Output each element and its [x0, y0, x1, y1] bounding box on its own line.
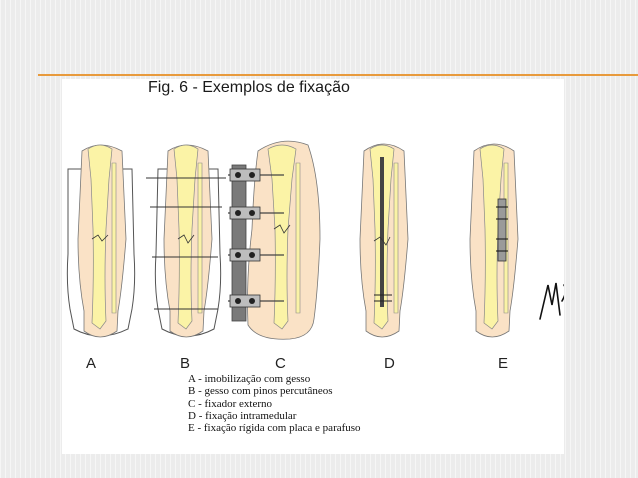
- tibia-b: [173, 144, 199, 330]
- legend-item-b: B - gesso com pinos percutâneos: [188, 385, 333, 398]
- legend-item-e: E - fixação rígida com placa e parafuso: [188, 422, 361, 435]
- panel-letter-a: A: [86, 355, 97, 372]
- intramedullary-nail-d: [380, 157, 384, 307]
- panel-letter-e: E: [498, 355, 509, 372]
- legend-item-a: A - imobilização com gesso: [188, 373, 311, 385]
- panel-letter-d: D: [384, 355, 395, 372]
- tibia-a: [87, 144, 113, 330]
- legend-item-d: D - fixação intramedular: [188, 409, 297, 422]
- fixator-clamp-c-3: [228, 248, 284, 262]
- panel-letter-b: B: [180, 355, 191, 372]
- slide-divider: [38, 74, 638, 76]
- tibia-e: [479, 144, 505, 330]
- leg-b: [146, 144, 226, 338]
- fixator-bar-c: [231, 164, 247, 322]
- figure-panel: Fig. 6 - Exemplos de fixação: [62, 79, 564, 454]
- fracture-c: [273, 224, 291, 234]
- fracture-d: [373, 236, 391, 246]
- leg-c: [228, 140, 321, 340]
- panel-letter-c: C: [275, 355, 286, 372]
- leg-e: [469, 143, 519, 338]
- artist-signature: [539, 282, 564, 320]
- fixation-illustration: [66, 140, 564, 340]
- fixator-clamp-c-1: [228, 168, 284, 182]
- fibula-c: [295, 162, 301, 314]
- fibula-d: [393, 162, 399, 314]
- tibia-c: [267, 144, 297, 330]
- fixator-clamp-c-4: [228, 294, 284, 308]
- fracture-a: [91, 234, 109, 242]
- figure-legend: A - imobilização com gesso B - gesso com…: [188, 373, 361, 434]
- legend-item-c: C - fixador externo: [188, 397, 272, 410]
- leg-a: [66, 144, 136, 338]
- fibula-a: [111, 162, 117, 314]
- fixation-plate-e: [497, 198, 507, 262]
- leg-d: [359, 143, 409, 338]
- figure-title: Fig. 6 - Exemplos de fixação: [148, 79, 350, 96]
- fibula-b: [197, 162, 203, 314]
- fixator-clamp-c-2: [228, 206, 284, 220]
- fracture-b: [177, 234, 195, 244]
